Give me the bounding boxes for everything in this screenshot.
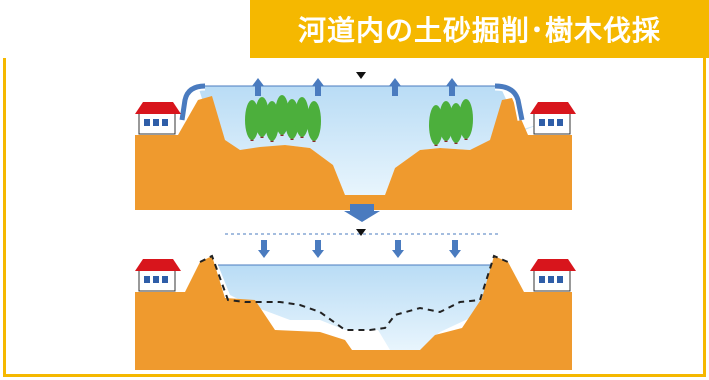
page-title: 河道内の土砂掘削･樹木伐採 [297, 14, 661, 47]
soil-after [135, 256, 572, 370]
house-icon [134, 101, 182, 135]
water-level-marker [356, 229, 366, 236]
arrow-down-icon [392, 240, 404, 258]
house-icon [529, 101, 577, 135]
title-notch [0, 0, 250, 58]
house-icon [529, 258, 577, 292]
soil-before [135, 96, 572, 210]
water-after [218, 265, 495, 350]
title-banner: 河道内の土砂掘削･樹木伐採 [250, 0, 709, 58]
house-icon [134, 258, 182, 292]
arrow-down-icon [449, 240, 461, 258]
arrow-down-icon [258, 240, 270, 258]
original-riverbed [199, 254, 509, 331]
before-section [134, 72, 577, 210]
arrow-down-icon [312, 240, 324, 258]
transition-arrow-icon [344, 204, 380, 222]
water-level-marker [356, 72, 366, 79]
after-section [134, 229, 577, 370]
